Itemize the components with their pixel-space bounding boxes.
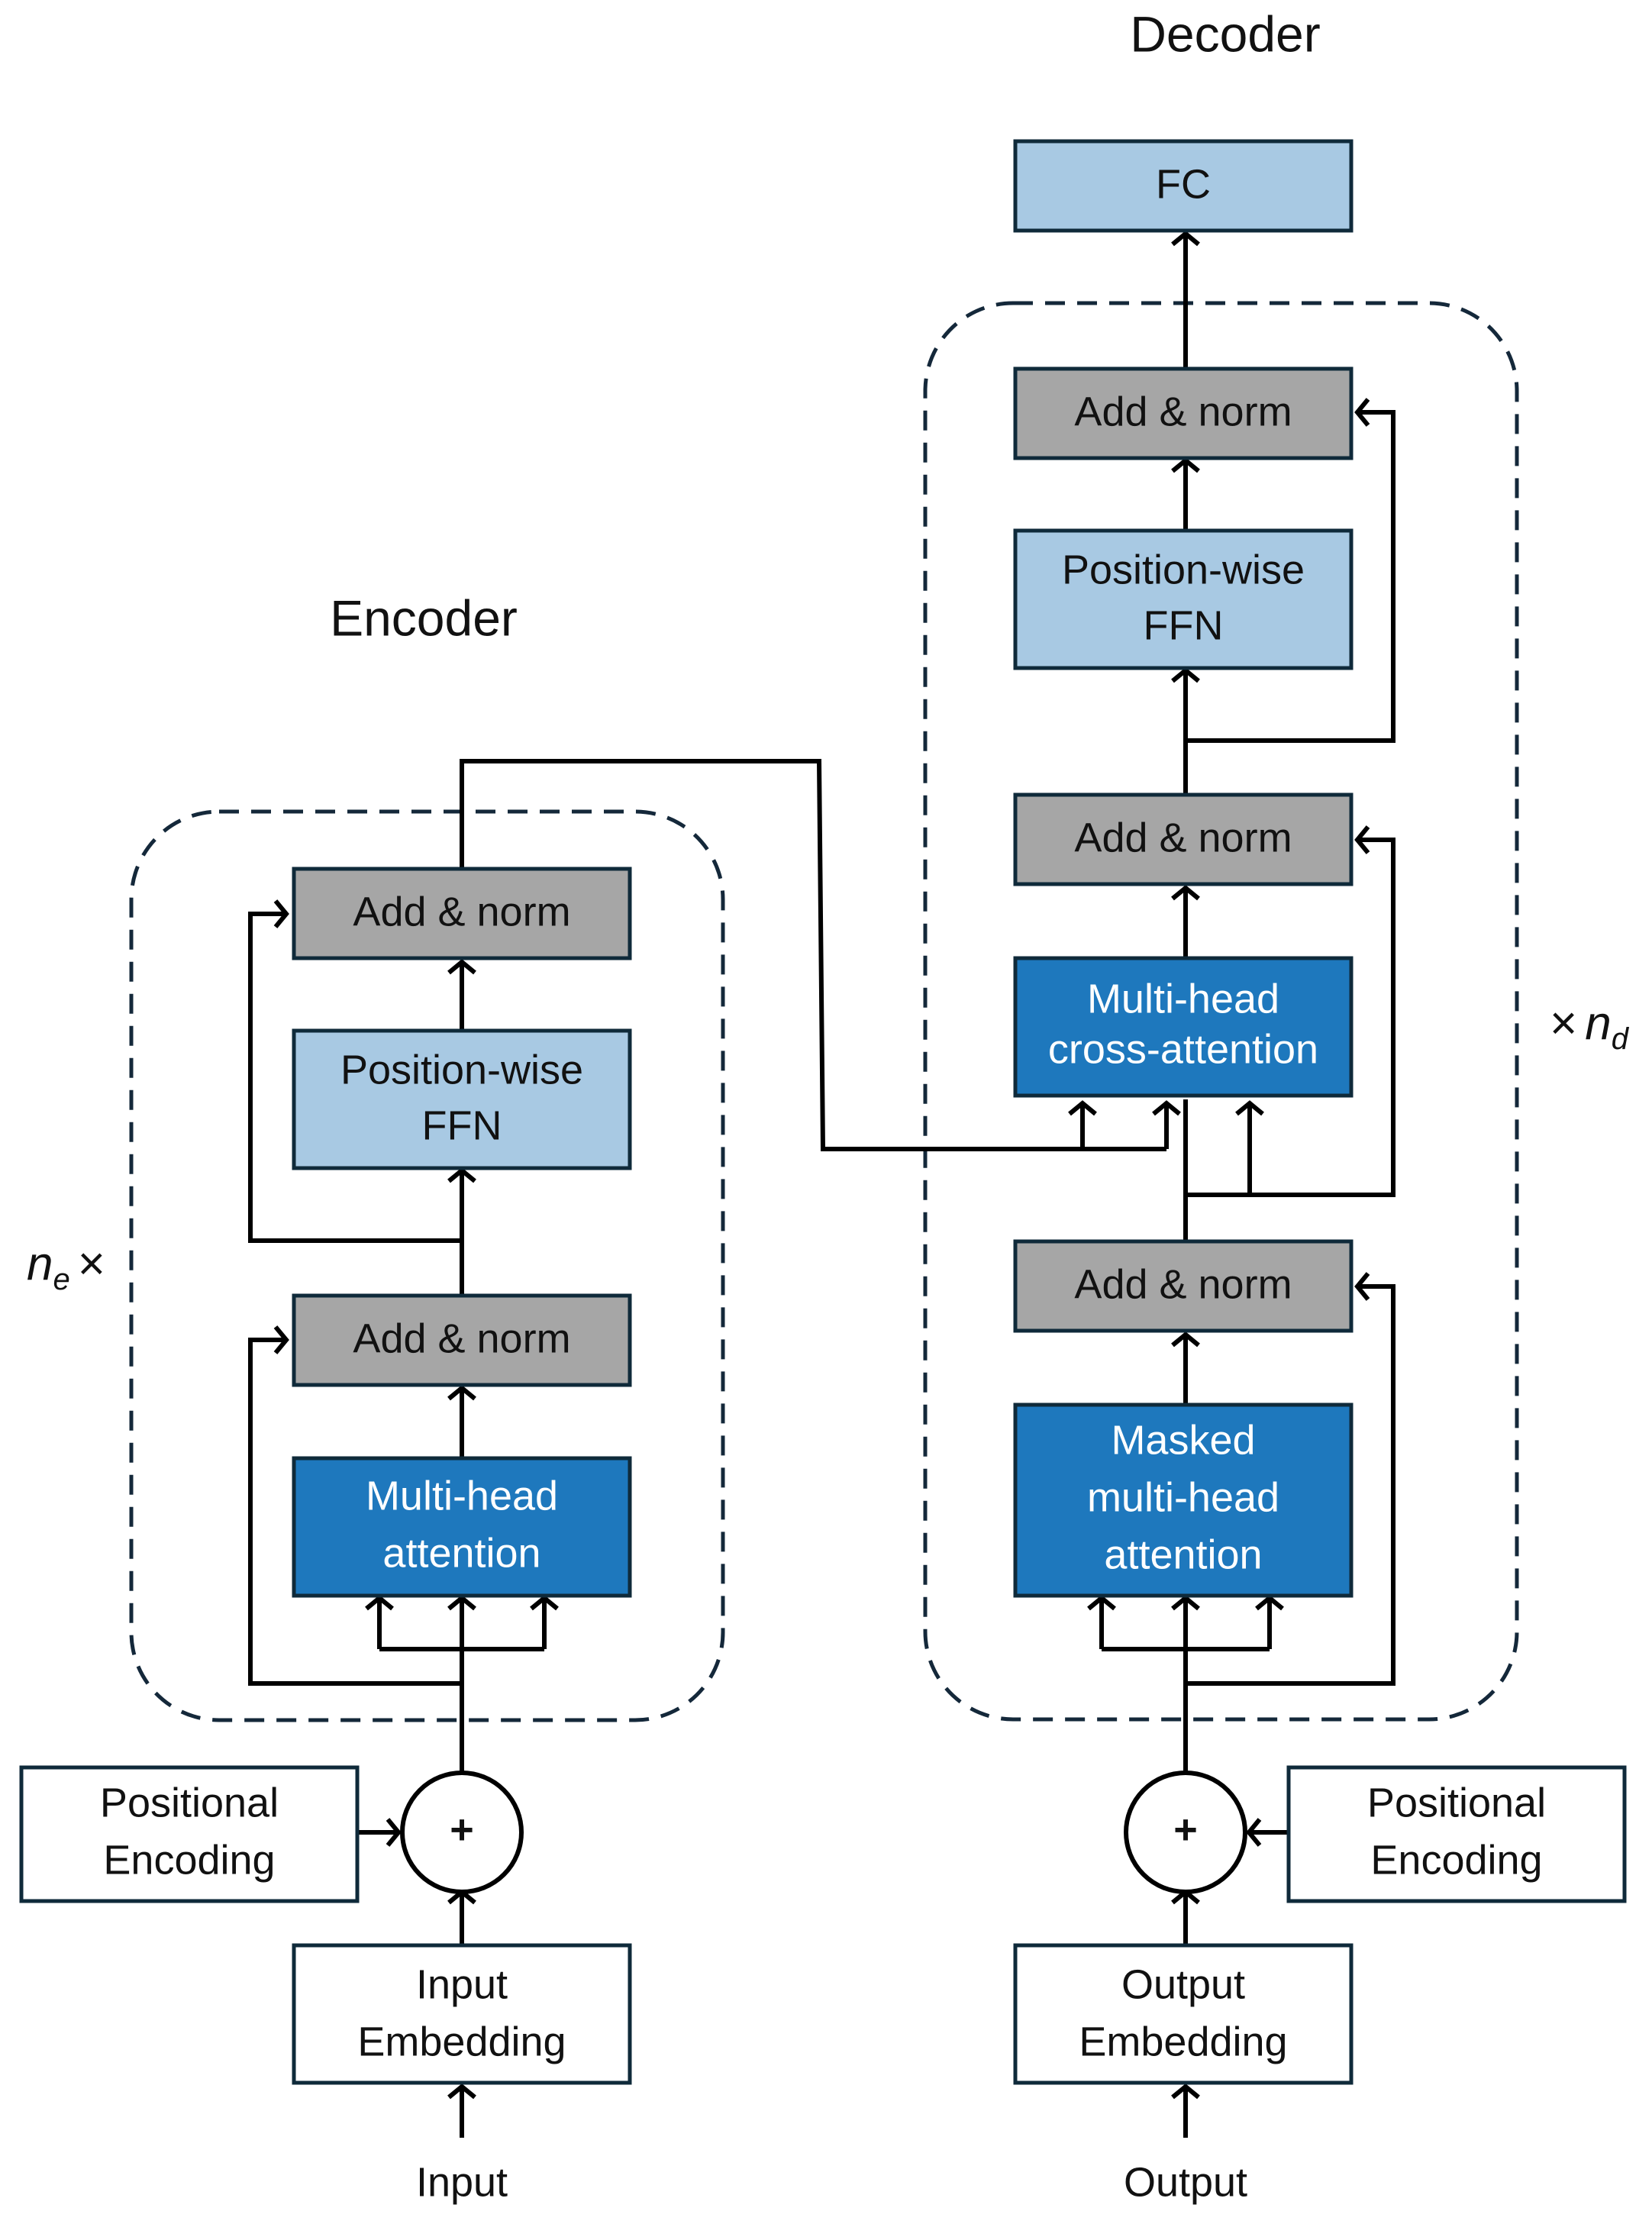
encoder-add-norm-top: Add & norm [292, 867, 632, 960]
decoder-positional-encoding: Positional Encoding [1286, 1765, 1627, 1903]
encoder-repeat-block [129, 809, 725, 1722]
decoder-add-norm-top: Add & norm [1013, 366, 1354, 460]
svg-text:Position-wise: Position-wise [1062, 547, 1305, 592]
decoder-add-norm-bottom: Add & norm [1013, 1239, 1354, 1333]
svg-text:Output: Output [1121, 1961, 1245, 2007]
svg-text:attention: attention [1104, 1532, 1262, 1577]
encoder-input-embedding: Input Embedding [292, 1943, 632, 2085]
svg-text:Add & norm: Add & norm [353, 1315, 570, 1361]
decoder-fc: FC [1013, 139, 1354, 233]
svg-text:multi-head: multi-head [1087, 1474, 1279, 1520]
svg-text:Positional: Positional [1367, 1780, 1546, 1825]
svg-text:Embedding: Embedding [357, 2019, 566, 2064]
svg-text:cross-attention: cross-attention [1048, 1026, 1318, 1072]
decoder-add-norm-mid: Add & norm [1013, 792, 1354, 886]
svg-text:Positional: Positional [100, 1780, 279, 1825]
svg-text:Encoding: Encoding [1370, 1837, 1542, 1883]
decoder-plus-node: + [1124, 1770, 1247, 1894]
encoder-positional-encoding: Positional Encoding [19, 1765, 360, 1903]
svg-text:Masked: Masked [1111, 1417, 1255, 1463]
svg-text:FFN: FFN [422, 1102, 502, 1148]
svg-text:Add & norm: Add & norm [353, 889, 570, 934]
encoder-add-norm-bottom: Add & norm [292, 1293, 632, 1387]
svg-text:Add & norm: Add & norm [1074, 1261, 1292, 1307]
decoder-repeat-label: ×nd [1550, 997, 1630, 1055]
decoder-cross-attention: Multi-head cross-attention [1013, 956, 1354, 1098]
svg-text:+: + [1173, 1806, 1198, 1852]
encoder-ffn: Position-wise FFN [292, 1028, 632, 1170]
svg-text:Multi-head: Multi-head [1087, 976, 1279, 1022]
encoder-repeat-label: ne× [27, 1238, 105, 1296]
decoder-title: Decoder [1130, 5, 1320, 62]
decoder-repeat-block [923, 301, 1519, 1722]
svg-text:Embedding: Embedding [1079, 2019, 1287, 2064]
svg-text:+: + [450, 1806, 474, 1852]
decoder-output-embedding: Output Embedding [1013, 1943, 1354, 2085]
decoder-masked-attention: Masked multi-head attention [1013, 1403, 1354, 1598]
encoder-input-label: Input [416, 2159, 508, 2205]
svg-text:Add & norm: Add & norm [1074, 815, 1292, 860]
svg-text:Position-wise: Position-wise [340, 1047, 583, 1093]
svg-text:FFN: FFN [1144, 602, 1224, 648]
decoder-connections [1068, 231, 1395, 2138]
svg-text:attention: attention [382, 1530, 540, 1576]
svg-text:Encoding: Encoding [103, 1837, 275, 1883]
svg-text:Add & norm: Add & norm [1074, 389, 1292, 434]
encoder-plus-node: + [400, 1770, 524, 1894]
svg-text:Input: Input [416, 1961, 508, 2007]
encoder-title: Encoder [330, 589, 518, 646]
decoder-ffn: Position-wise FFN [1013, 528, 1354, 670]
svg-text:Multi-head: Multi-head [366, 1473, 558, 1519]
encoder-connections [248, 759, 1166, 2138]
svg-text:FC: FC [1156, 161, 1211, 207]
decoder-output-label: Output [1124, 2159, 1247, 2205]
encoder-multihead-attention: Multi-head attention [292, 1456, 632, 1598]
